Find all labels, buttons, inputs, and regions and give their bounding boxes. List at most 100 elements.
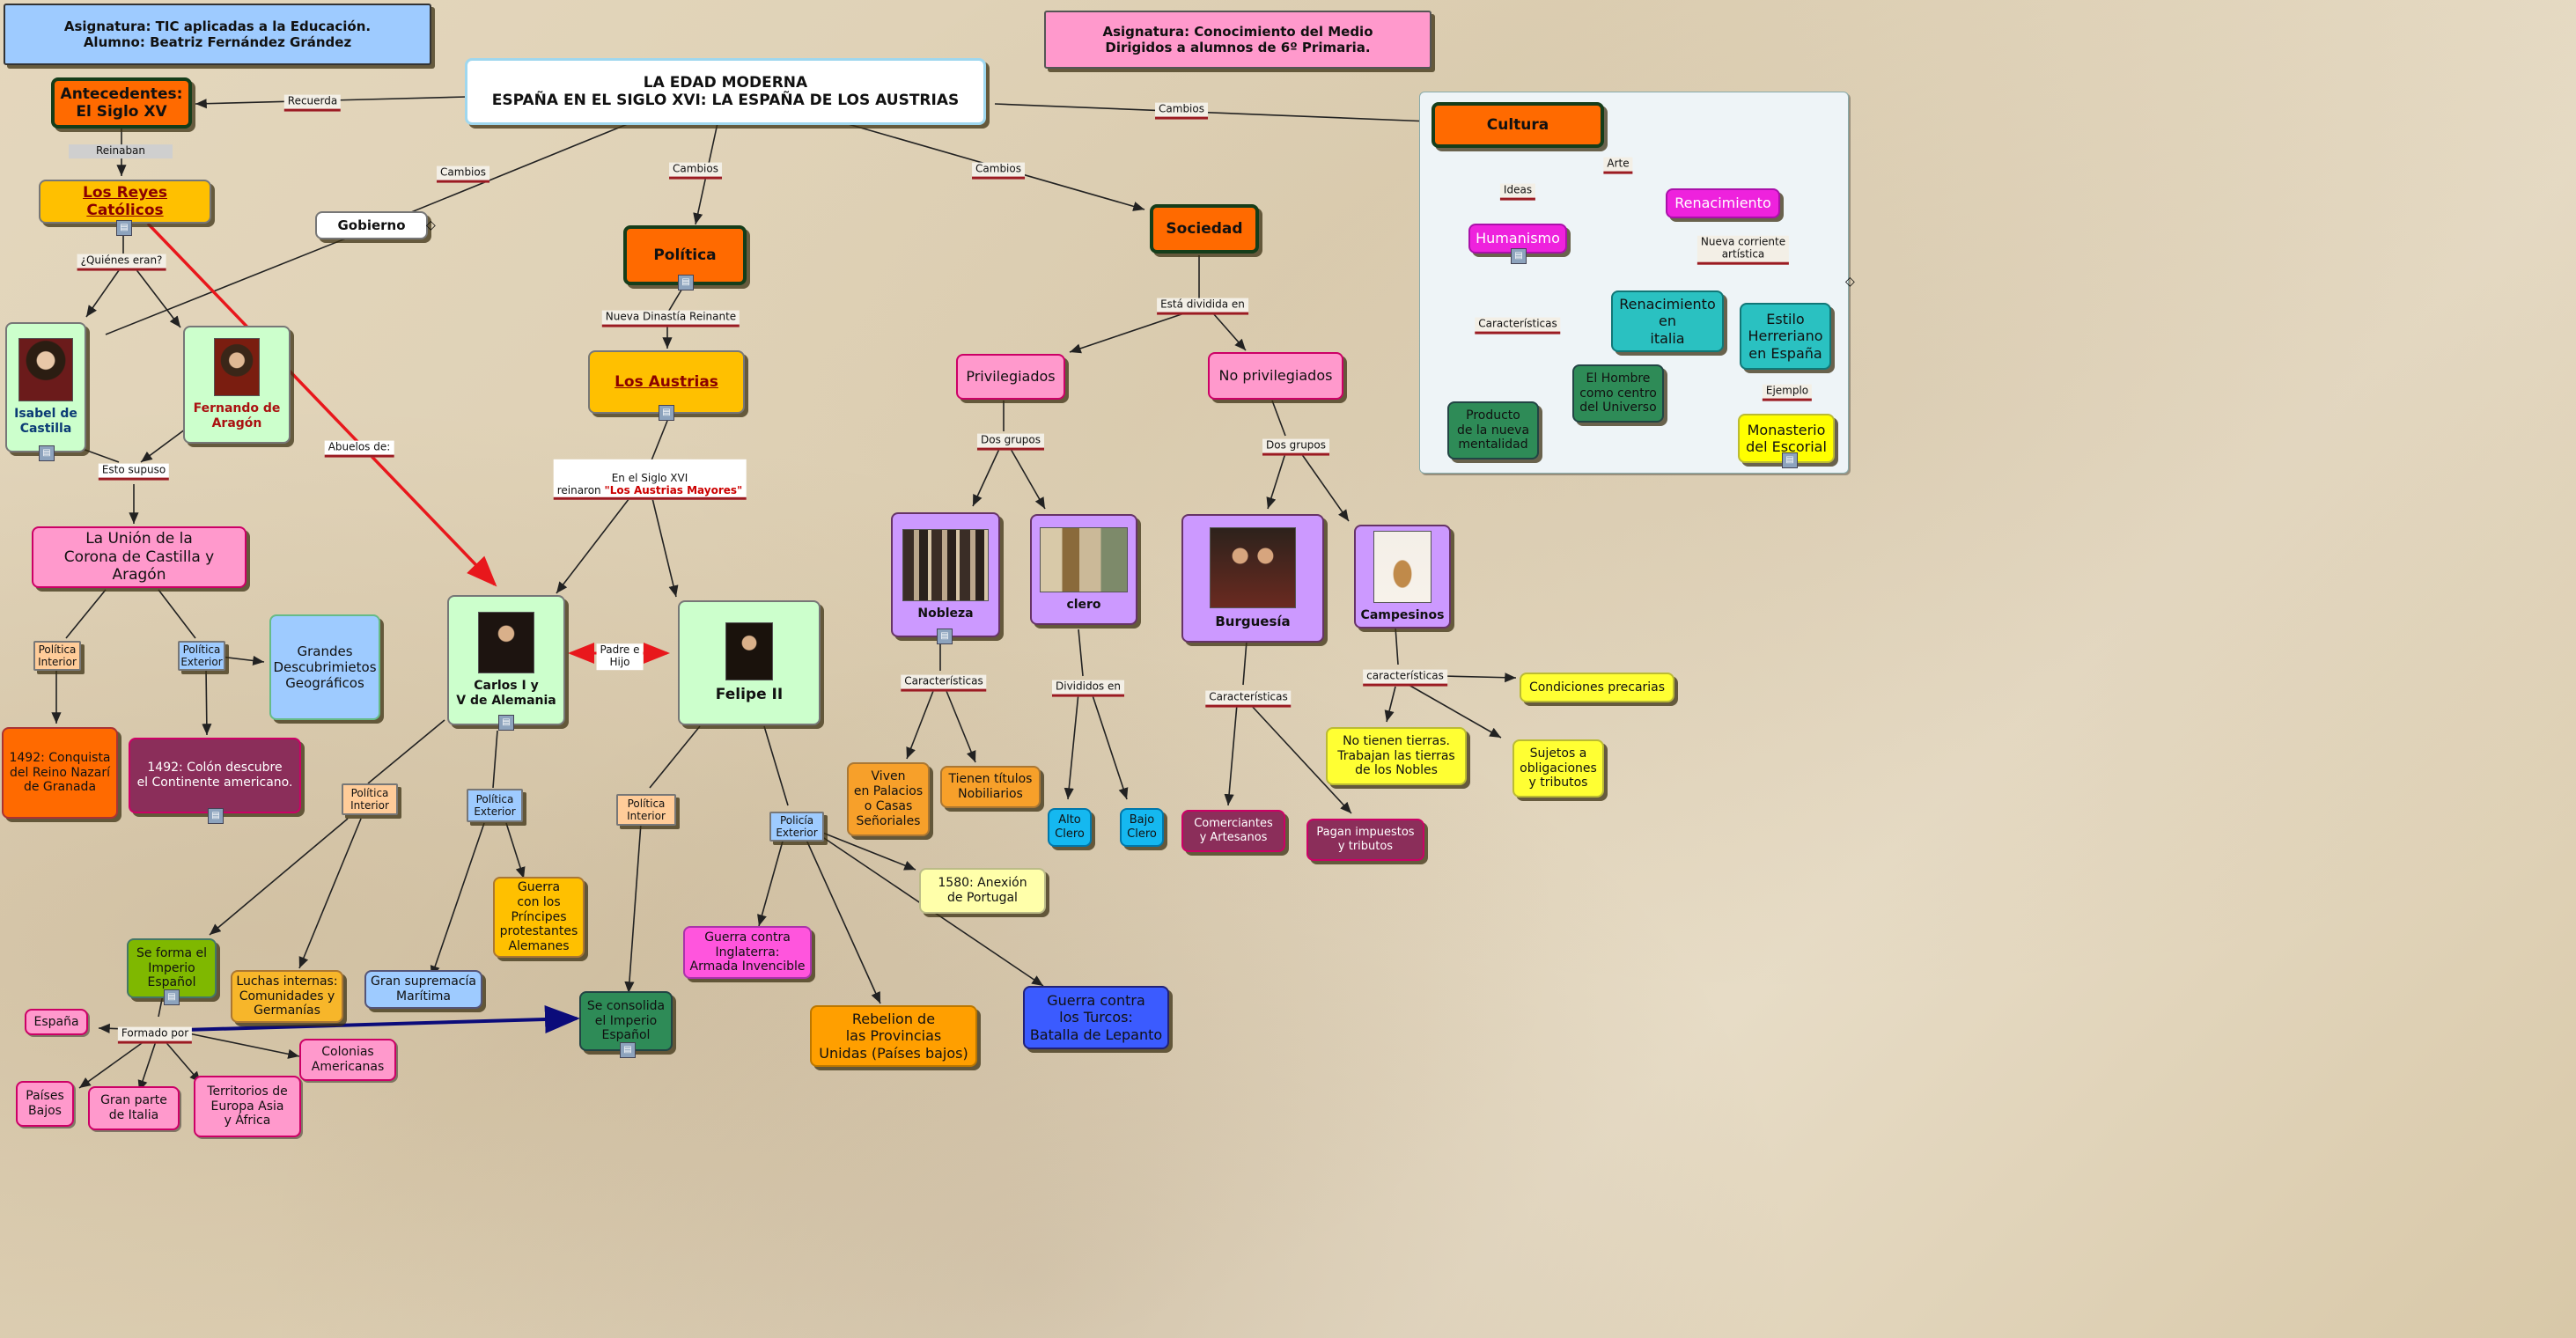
attachment-icon[interactable]: ▤ — [498, 715, 514, 731]
clero-node[interactable]: clero — [1030, 514, 1137, 625]
herreriano-text: Estilo Herreriano en España — [1748, 311, 1823, 362]
humanismo-text: Humanismo — [1476, 230, 1560, 247]
sociedad-text: Sociedad — [1166, 219, 1243, 238]
attachment-icon[interactable]: ▤ — [1511, 248, 1527, 264]
imperio-node[interactable]: Se forma el Imperio Español — [127, 938, 217, 998]
gobierno-node[interactable]: Gobierno — [315, 211, 428, 239]
rebelion-node[interactable]: Rebelion de las Provincias Unidas (Paíse… — [810, 1005, 977, 1067]
header-right-box: Asignatura: Conocimiento del Medio Dirig… — [1044, 11, 1432, 69]
paises-bajos-text: Países Bajos — [26, 1089, 64, 1118]
espana-text: España — [33, 1014, 79, 1029]
fernando-text: Fernando de Aragón — [193, 401, 281, 430]
carlos-node[interactable]: Carlos I y V de Alemania — [447, 595, 565, 725]
label-ideas: Ideas — [1499, 183, 1536, 201]
campesinos-node[interactable]: Campesinos — [1354, 525, 1451, 629]
territorios-node[interactable]: Territorios de Europa Asia y África — [194, 1076, 301, 1137]
paises-bajos-node[interactable]: Países Bajos — [16, 1081, 74, 1127]
alto-clero-node[interactable]: Alto Clero — [1048, 808, 1092, 847]
label-abuelos: Abuelos de: — [324, 440, 394, 458]
union-node[interactable]: La Unión de la Corona de Castilla y Arag… — [32, 526, 247, 588]
colon-node[interactable]: 1492: Colón descubre el Continente ameri… — [129, 738, 301, 813]
espana-node[interactable]: España — [25, 1009, 88, 1035]
producto-node[interactable]: Producto de la nueva mentalidad — [1447, 401, 1539, 459]
inglaterra-node[interactable]: Guerra contra Inglaterra: Armada Invenci… — [683, 926, 812, 979]
nobleza-node[interactable]: Nobleza — [891, 512, 1000, 637]
rebelion-text: Rebelion de las Provincias Unidas (Paíse… — [819, 1011, 968, 1062]
renacimiento-text: Renacimiento — [1674, 195, 1771, 212]
guerra-principes-node[interactable]: Guerra con los Príncipes protestantes Al… — [493, 877, 585, 958]
attachment-icon[interactable]: ▤ — [116, 220, 132, 236]
supremacia-node[interactable]: Gran supremacía Marítima — [364, 970, 482, 1009]
comerciantes-node[interactable]: Comerciantes y Artesanos — [1181, 810, 1285, 852]
attachment-icon[interactable]: ▤ — [208, 808, 224, 824]
carlos-text: Carlos I y V de Alemania — [456, 679, 556, 708]
header-right-text: Asignatura: Conocimiento del Medio Dirig… — [1102, 24, 1373, 55]
pi-dinastia-text: Política Interior — [38, 643, 77, 668]
burguesia-node[interactable]: Burguesía — [1181, 514, 1324, 643]
hombre-text: El Hombre como centro del Universo — [1579, 371, 1657, 415]
antecedentes-node[interactable]: Antecedentes: El Siglo XV — [51, 77, 192, 129]
felipe-text: Felipe II — [715, 685, 784, 703]
hombre-node[interactable]: El Hombre como centro del Universo — [1572, 364, 1664, 423]
alto-clero-text: Alto Clero — [1055, 813, 1085, 841]
pi-felipe-node[interactable]: Política Interior — [616, 794, 676, 826]
portugal-node[interactable]: 1580: Anexión de Portugal — [919, 868, 1046, 914]
turcos-node[interactable]: Guerra contra los Turcos: Batalla de Lep… — [1023, 986, 1169, 1049]
collapse-icon[interactable]: ◇ — [426, 218, 436, 232]
consolida-text: Se consolida el Imperio Español — [586, 998, 666, 1043]
luchas-text: Luchas internas: Comunidades y Germanías — [236, 974, 338, 1018]
attachment-icon[interactable]: ▤ — [164, 989, 180, 1005]
producto-text: Producto de la nueva mentalidad — [1456, 408, 1530, 452]
privilegiados-node[interactable]: Privilegiados — [956, 354, 1065, 400]
reyes-node[interactable]: Los Reyes Católicos — [39, 180, 211, 224]
titulos-node[interactable]: Tienen títulos Nobiliarios — [940, 766, 1041, 808]
pe-dinastia-node[interactable]: Política Exterior — [178, 641, 225, 671]
label-caracteristicas-campesinos: características — [1363, 669, 1447, 687]
renacimiento-node[interactable]: Renacimiento — [1666, 188, 1780, 218]
label-cambios-politica: Cambios — [669, 162, 722, 180]
isabel-node[interactable]: Isabel de Castilla — [5, 322, 86, 452]
attachment-icon[interactable]: ▤ — [659, 405, 674, 421]
tierras-node[interactable]: No tienen tierras. Trabajan las tierras … — [1326, 727, 1467, 785]
colonias-node[interactable]: Colonias Americanas — [299, 1039, 396, 1081]
attachment-icon[interactable]: ▤ — [620, 1042, 636, 1058]
renacimiento-italia-node[interactable]: Renacimiento en italia — [1611, 290, 1724, 352]
pe-felipe-text: Policía Exterior — [776, 813, 818, 839]
carlos-portrait-icon — [478, 612, 534, 674]
attachment-icon[interactable]: ▤ — [937, 629, 953, 644]
gobierno-text: Gobierno — [337, 217, 406, 233]
nobleza-text: Nobleza — [917, 606, 974, 621]
herreriano-node[interactable]: Estilo Herreriano en España — [1740, 303, 1831, 370]
label-en-siglo: En el Siglo XVI reinaron "Los Austrias M… — [553, 459, 747, 501]
descubrimientos-node[interactable]: Grandes Descubrimietos Geográficos — [269, 614, 380, 720]
sociedad-node[interactable]: Sociedad — [1150, 204, 1259, 254]
pi-carlos-node[interactable]: Política Interior — [342, 783, 398, 815]
label-cambios-gobierno: Cambios — [437, 165, 489, 183]
pe-carlos-node[interactable]: Política Exterior — [467, 789, 523, 822]
turcos-text: Guerra contra los Turcos: Batalla de Lep… — [1029, 992, 1163, 1043]
attachment-icon[interactable]: ▤ — [678, 275, 694, 290]
palacios-node[interactable]: Viven en Palacios o Casas Señoriales — [847, 762, 930, 836]
fernando-node[interactable]: Fernando de Aragón — [183, 326, 291, 444]
consolida-node[interactable]: Se consolida el Imperio Español — [579, 991, 673, 1051]
granada-node[interactable]: 1492: Conquista del Reino Nazarí de Gran… — [2, 727, 118, 819]
luchas-node[interactable]: Luchas internas: Comunidades y Germanías — [231, 970, 343, 1023]
sujetos-node[interactable]: Sujetos a obligaciones y tributos — [1512, 739, 1604, 798]
label-nueva-corriente: Nueva corriente artística — [1696, 235, 1790, 265]
cultura-node[interactable]: Cultura — [1432, 102, 1604, 148]
attachment-icon[interactable]: ▤ — [39, 445, 55, 461]
impuestos-node[interactable]: Pagan impuestos y tributos — [1306, 819, 1424, 861]
bajo-clero-node[interactable]: Bajo Clero — [1120, 808, 1164, 847]
italia-node[interactable]: Gran parte de Italia — [88, 1086, 180, 1130]
precarias-node[interactable]: Condiciones precarias — [1520, 673, 1674, 702]
label-padre-hijo: Padre e Hijo — [596, 643, 644, 670]
label-dividida: Está dividida en — [1157, 298, 1248, 315]
label-ejemplo: Ejemplo — [1762, 384, 1813, 401]
no-privilegiados-node[interactable]: No privilegiados — [1208, 352, 1343, 400]
felipe-node[interactable]: Felipe II — [678, 600, 821, 725]
attachment-icon[interactable]: ▤ — [1782, 452, 1798, 468]
austrias-node[interactable]: Los Austrias — [588, 350, 745, 414]
collapse-icon[interactable]: ◇ — [1845, 275, 1855, 289]
pi-dinastia-node[interactable]: Política Interior — [33, 641, 81, 671]
pe-felipe-node[interactable]: Policía Exterior — [769, 812, 824, 842]
